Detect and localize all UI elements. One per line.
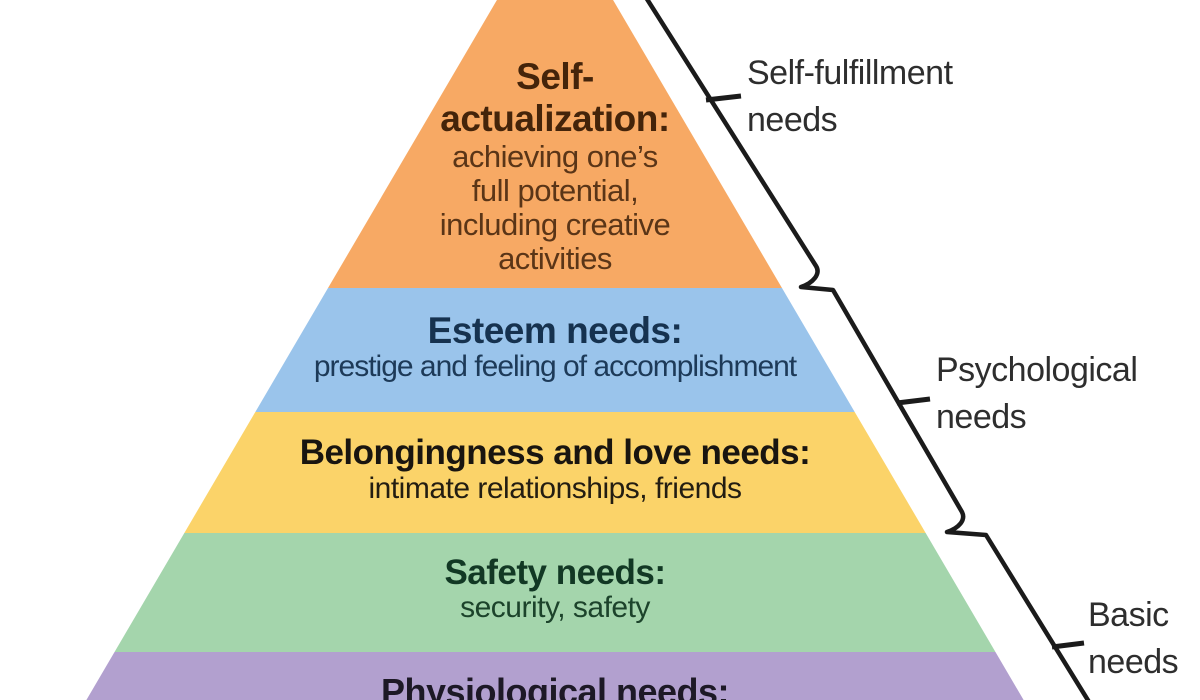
description-line: achieving one’s [452, 139, 658, 174]
level-heading-esteem: Esteem needs: [427, 310, 683, 351]
level-description-safety: security, safety [460, 591, 650, 624]
bracket-tick-basic [1051, 640, 1085, 650]
bracket-label-line: needs [1088, 643, 1179, 681]
bracket-label-psychological: Psychological needs [936, 347, 1138, 441]
level-description-belongingness: intimate relationships, friends [368, 472, 742, 505]
description-line: including creative [439, 207, 671, 242]
bracket-tick-self-fulfillment [705, 93, 742, 103]
level-band-safety [16, 533, 1094, 652]
description-line: full potential, [471, 173, 639, 208]
level-heading-self-actualization: Self- actualization: [205, 56, 905, 140]
bracket-label-line: Psychological [936, 351, 1138, 389]
bracket-label-line: Self-fulfillment [747, 54, 953, 92]
bracket-label-basic: Basic needs [1088, 592, 1179, 686]
bracket-label-line: needs [936, 398, 1027, 436]
bracket-label-self-fulfillment: Self-fulfillment needs [747, 50, 953, 144]
level-description-esteem: prestige and feeling of accomplishment [313, 350, 797, 383]
level-description-self-actualization: achieving one’s full potential, includin… [205, 140, 905, 276]
level-heading-belongingness: Belongingness and love needs: [299, 433, 811, 472]
level-heading-physiological: Physiological needs: [380, 671, 730, 700]
bracket-tick-psychological [896, 396, 931, 406]
level-heading-safety: Safety needs: [444, 553, 666, 592]
bracket-label-line: needs [747, 101, 838, 139]
heading-line: actualization: [440, 98, 670, 139]
description-line: activities [498, 241, 612, 276]
bracket-label-line: Basic [1088, 596, 1169, 634]
level-band-physiological [16, 652, 1094, 700]
heading-line: Self- [516, 56, 594, 97]
